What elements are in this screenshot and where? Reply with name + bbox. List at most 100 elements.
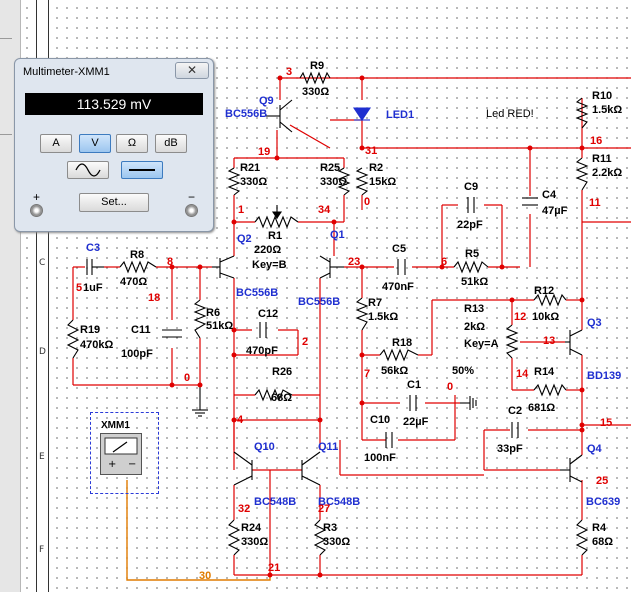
- resistor-r9: [299, 71, 331, 85]
- net-label: 0: [447, 381, 454, 393]
- q4-name: Q4: [587, 443, 602, 455]
- r21-name: R21: [240, 162, 261, 174]
- c1-value: 22µF: [403, 416, 429, 428]
- xmm1-instrument-box[interactable]: [90, 412, 159, 494]
- net-label: 30: [199, 570, 212, 582]
- set-button[interactable]: Set...: [79, 193, 149, 212]
- resistor-r24: [227, 519, 241, 556]
- c11-value: 100pF: [121, 348, 153, 360]
- multimeter-title: Multimeter-XMM1: [23, 66, 110, 78]
- c3-value: 1uF: [83, 282, 103, 294]
- net-label: 7: [364, 368, 371, 380]
- net-label: 15: [600, 417, 613, 429]
- net-label: 31: [365, 145, 378, 157]
- wires: [72, 77, 631, 576]
- dc-mode-button[interactable]: [121, 161, 163, 179]
- r6-value: 51kΩ: [206, 320, 234, 332]
- net-label: 3: [286, 66, 293, 78]
- ac-mode-button[interactable]: [67, 161, 109, 179]
- resistor-r26: [254, 388, 293, 402]
- c5-name: C5: [392, 243, 407, 255]
- resistor-r8: [119, 260, 157, 274]
- net-label: 14: [516, 368, 529, 380]
- row-label-f: F: [39, 545, 45, 555]
- r7-value: 1.5kΩ: [368, 311, 399, 323]
- r4-value: 68Ω: [592, 536, 614, 548]
- c1-name: C1: [407, 379, 422, 391]
- resistor-r10: [575, 97, 589, 129]
- c5-value: 470nF: [382, 281, 414, 293]
- r12-name: R12: [534, 285, 555, 297]
- q10-name: Q10: [254, 441, 275, 453]
- r3-value: 330Ω: [323, 536, 351, 548]
- c12-name: C12: [258, 308, 279, 320]
- panel-tick: [0, 38, 12, 39]
- dc-line-icon: [129, 169, 155, 171]
- net-label: 19: [258, 146, 271, 158]
- annotation-text: Led RED!: [486, 108, 534, 120]
- r24-value: 330Ω: [241, 536, 269, 548]
- svg-text:+: +: [108, 459, 116, 470]
- r7-name: R7: [368, 297, 383, 309]
- c4-name: C4: [542, 189, 557, 201]
- net-label: 5: [76, 282, 83, 294]
- r1-value: 220Ω: [254, 244, 282, 256]
- positive-terminal[interactable]: [30, 204, 43, 217]
- q1-name: Q1: [330, 229, 345, 241]
- decibel-button[interactable]: dB: [155, 134, 187, 153]
- r5-name: R5: [465, 248, 480, 260]
- resistor-r19: [66, 319, 80, 359]
- r8-value: 470Ω: [120, 276, 148, 288]
- q2-name: Q2: [237, 233, 252, 245]
- c2-value: 33pF: [497, 443, 523, 455]
- r21-value: 330Ω: [240, 176, 268, 188]
- xmm1-label: XMM1: [101, 420, 130, 431]
- net-label: 1: [238, 204, 245, 216]
- svg-text:−: −: [128, 459, 136, 470]
- net-label: 8: [167, 256, 174, 268]
- net-label: 18: [148, 292, 161, 304]
- close-button[interactable]: ✕: [175, 62, 209, 79]
- r14-name: R14: [534, 366, 555, 378]
- net-label: 23: [348, 256, 361, 268]
- r5-value: 51kΩ: [461, 276, 489, 288]
- ammeter-button[interactable]: A: [40, 134, 72, 153]
- r24-name: R24: [241, 522, 262, 534]
- q11-name: Q11: [318, 441, 339, 453]
- q10-type: BC548B: [254, 496, 297, 508]
- r13-value: 2kΩ: [464, 321, 486, 333]
- plus-sign: +: [33, 190, 41, 204]
- voltmeter-button[interactable]: V: [79, 134, 111, 153]
- q3-name: Q3: [587, 317, 602, 329]
- net-label: 21: [268, 562, 281, 574]
- r9-value: 330Ω: [302, 86, 330, 98]
- net-label: 4: [237, 414, 244, 426]
- negative-terminal[interactable]: [185, 204, 198, 217]
- minus-sign: −: [188, 190, 196, 204]
- ohmmeter-button[interactable]: Ω: [116, 134, 148, 153]
- resistor-r18: [379, 348, 419, 362]
- component-symbols: [66, 71, 589, 556]
- resistor-r4: [575, 519, 589, 556]
- c4-value: 47µF: [542, 205, 568, 217]
- net-label: 0: [364, 196, 371, 208]
- c12-value: 470pF: [246, 345, 278, 357]
- multimeter-window[interactable]: Multimeter-XMM1 ✕ 113.529 mV A V Ω dB Se…: [14, 58, 214, 232]
- multimeter-icon[interactable]: + −: [100, 433, 142, 475]
- r13-key: Key=A: [464, 338, 499, 350]
- r25-name: R25: [320, 162, 341, 174]
- potentiometer-r13: [505, 324, 519, 359]
- r26-value: 68Ω: [271, 392, 293, 404]
- led1-name: LED1: [386, 109, 415, 121]
- net-label: 6: [441, 256, 448, 268]
- resistor-r7: [355, 297, 369, 331]
- r1-name: R1: [268, 230, 283, 242]
- row-label-d: D: [39, 347, 46, 357]
- r1-key: Key=B: [252, 259, 287, 271]
- net-label: 32: [238, 503, 251, 515]
- net-label: 25: [596, 475, 609, 487]
- r12-value: 10kΩ: [532, 311, 560, 323]
- q9-name: Q9: [259, 95, 274, 107]
- resistor-r14: [533, 383, 567, 397]
